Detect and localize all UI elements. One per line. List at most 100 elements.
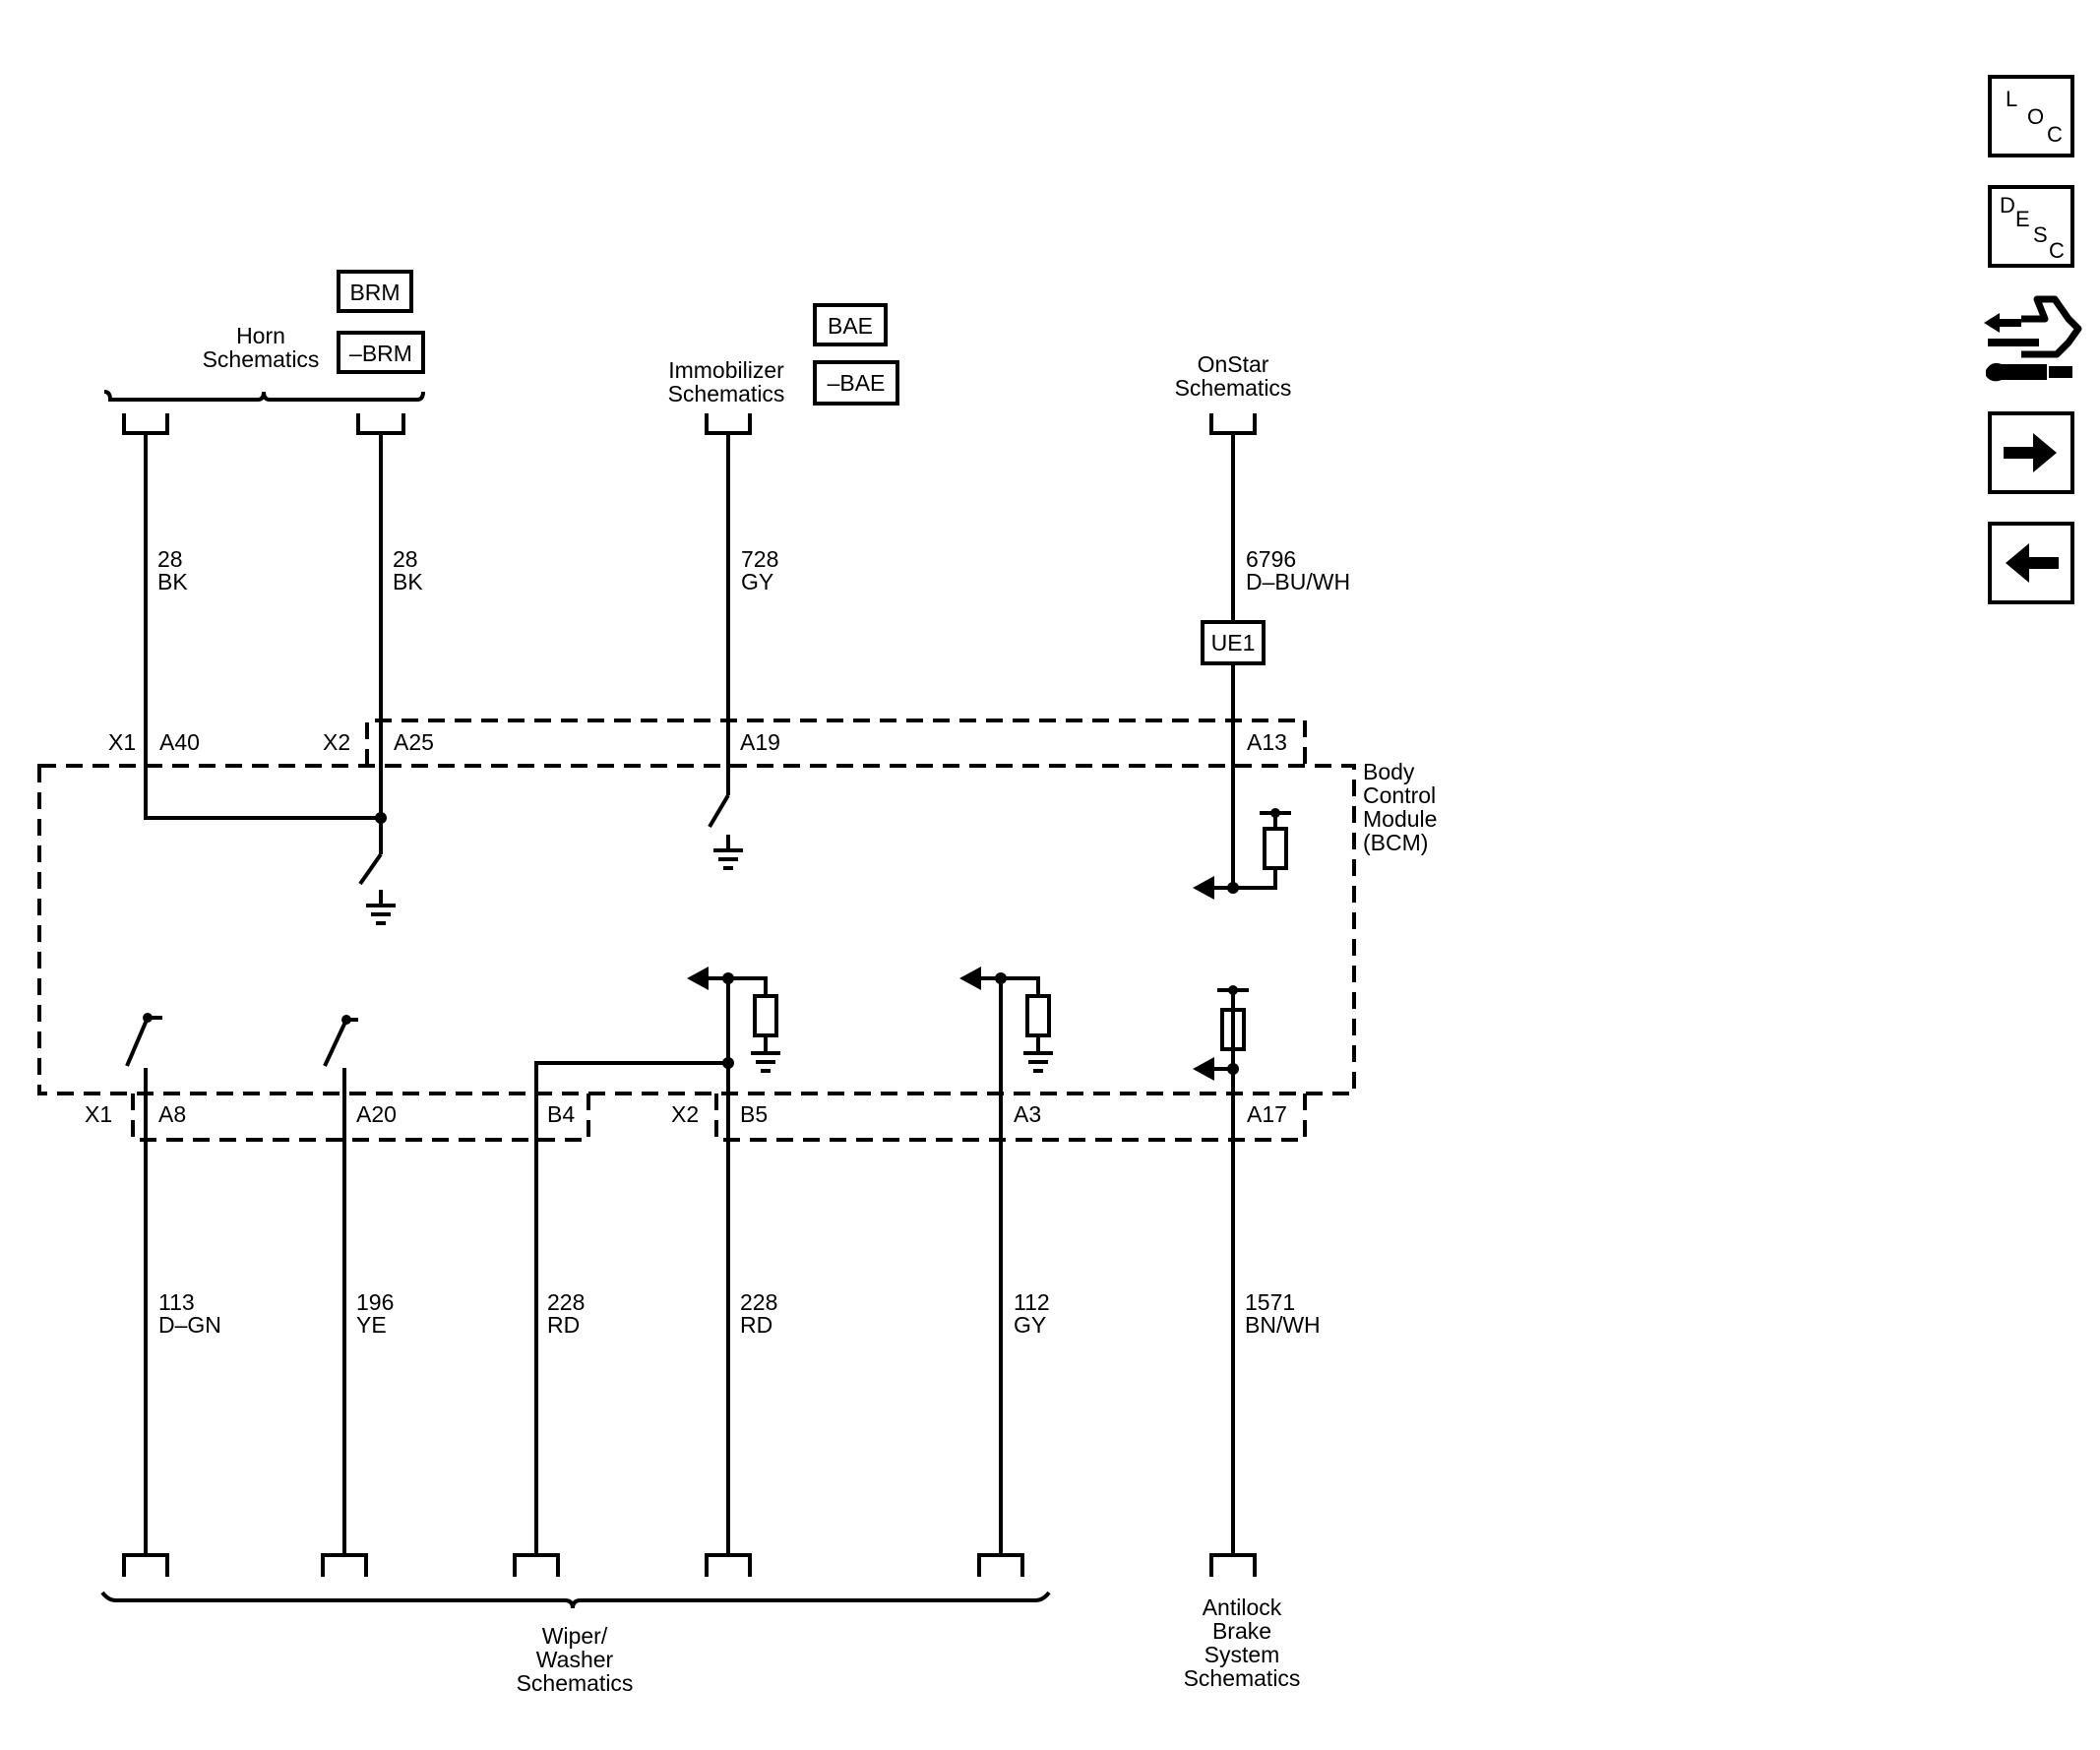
svg-text:Horn: Horn [236, 323, 285, 348]
svg-text:113: 113 [158, 1289, 195, 1315]
svg-text:228: 228 [547, 1289, 585, 1315]
svg-text:Schematics: Schematics [517, 1670, 634, 1696]
svg-text:B5: B5 [740, 1101, 768, 1127]
svg-text:Brake: Brake [1212, 1618, 1271, 1644]
svg-text:A17: A17 [1247, 1101, 1287, 1127]
location-icon-letter-o: O [2027, 104, 2045, 129]
onstar-terminal [1209, 413, 1257, 435]
location-icon-letter-l: L [2006, 87, 2018, 111]
svg-text:BK: BK [157, 569, 188, 594]
svg-text:UE1: UE1 [1211, 630, 1256, 656]
svg-text:Schematics: Schematics [1184, 1665, 1301, 1691]
description-icon-letter-s: S [2033, 222, 2048, 247]
no-bae-option-box: –BAE [813, 360, 899, 406]
b4-wire: 228 RD [534, 1061, 728, 1555]
svg-text:GY: GY [741, 569, 773, 594]
svg-text:X1: X1 [108, 729, 136, 755]
svg-text:GY: GY [1014, 1312, 1046, 1338]
svg-text:Control: Control [1363, 782, 1436, 808]
svg-text:D–BU/WH: D–BU/WH [1246, 569, 1350, 594]
b5-wire: 228 RD [687, 967, 780, 1555]
svg-text:B4: B4 [547, 1101, 575, 1127]
svg-text:Schematics: Schematics [1175, 375, 1292, 401]
svg-text:YE: YE [356, 1312, 387, 1338]
description-button[interactable]: D E S C [1988, 185, 2074, 268]
connector-tool-button[interactable] [1978, 293, 2086, 392]
bcm-name-label: Body Control Module (BCM) [1363, 759, 1437, 855]
horn-wire-2: 28 BK [375, 433, 423, 854]
svg-text:728: 728 [741, 546, 778, 572]
svg-text:X2: X2 [323, 729, 350, 755]
top-connector-labels: X1 A40 X2 A25 A19 A13 [108, 729, 1287, 755]
immobilizer-terminal [705, 413, 752, 435]
svg-text:–BRM: –BRM [349, 341, 412, 366]
description-icon-letter-d: D [2000, 193, 2015, 218]
description-icon-letter-e: E [2015, 207, 2030, 231]
bcm-outline [37, 719, 1356, 1142]
svg-text:112: 112 [1014, 1289, 1050, 1315]
svg-text:RD: RD [740, 1312, 772, 1338]
a17-wire: 1571 BN/WH [1193, 985, 1321, 1555]
next-page-button[interactable] [1988, 411, 2074, 494]
svg-text:Schematics: Schematics [203, 346, 320, 372]
svg-text:1571: 1571 [1245, 1289, 1295, 1315]
a3-wire: 112 GY [959, 967, 1053, 1555]
svg-text:OnStar: OnStar [1198, 351, 1269, 377]
previous-page-button[interactable] [1988, 522, 2074, 604]
svg-text:(BCM): (BCM) [1363, 830, 1428, 855]
no-brm-option-box: –BRM [337, 331, 425, 374]
svg-text:A8: A8 [158, 1101, 186, 1127]
svg-text:28: 28 [157, 546, 183, 572]
description-icon-letter-c: C [2049, 238, 2065, 263]
svg-text:A13: A13 [1247, 729, 1287, 755]
immobilizer-wire: 728 GY [708, 433, 778, 870]
arrow-right-icon [2004, 433, 2057, 472]
horn-terminals [103, 390, 425, 435]
svg-text:A3: A3 [1014, 1101, 1041, 1127]
svg-text:BN/WH: BN/WH [1245, 1312, 1321, 1338]
wiper-washer-terminals [100, 1553, 1051, 1609]
connector-tool-icon [1984, 295, 2082, 382]
svg-text:Module: Module [1363, 806, 1437, 832]
svg-text:–BAE: –BAE [828, 370, 886, 396]
location-button[interactable]: L O C [1988, 75, 2074, 157]
svg-text:A25: A25 [394, 729, 434, 755]
svg-text:Antilock: Antilock [1203, 1594, 1282, 1620]
svg-text:BRM: BRM [349, 280, 400, 305]
ue1-option-box: UE1 [1201, 620, 1266, 665]
bae-option-box: BAE [813, 303, 888, 346]
abs-label: Antilock Brake System Schematics [1184, 1594, 1301, 1691]
svg-text:A19: A19 [740, 729, 780, 755]
svg-text:X1: X1 [85, 1101, 112, 1127]
onstar-label: OnStar Schematics [1175, 351, 1292, 401]
svg-text:A20: A20 [356, 1101, 397, 1127]
svg-text:A40: A40 [159, 729, 200, 755]
a20-wire: 196 YE [323, 1015, 394, 1555]
svg-text:Body: Body [1363, 759, 1415, 784]
svg-text:System: System [1204, 1642, 1280, 1667]
horn-switch-ground [358, 852, 396, 925]
immobilizer-label: Immobilizer Schematics [668, 357, 785, 406]
a8-wire: 113 D–GN [125, 1013, 221, 1555]
svg-text:BAE: BAE [828, 313, 873, 339]
svg-text:D–GN: D–GN [158, 1312, 221, 1338]
svg-text:228: 228 [740, 1289, 777, 1315]
horn-label: Horn Schematics [203, 323, 320, 372]
abs-terminal [1209, 1553, 1257, 1577]
bottom-connector-labels: X1 A8 A20 B4 X2 B5 A3 A17 [85, 1101, 1287, 1127]
svg-text:X2: X2 [671, 1101, 699, 1127]
svg-text:Immobilizer: Immobilizer [668, 357, 784, 383]
svg-text:Wiper/: Wiper/ [542, 1623, 608, 1649]
location-icon-letter-c: C [2047, 122, 2063, 147]
onstar-wire: 6796 D–BU/WH [1193, 433, 1350, 900]
svg-text:BK: BK [393, 569, 423, 594]
svg-text:RD: RD [547, 1312, 580, 1338]
svg-text:196: 196 [356, 1289, 394, 1315]
brm-option-box: BRM [337, 270, 413, 313]
svg-text:Schematics: Schematics [668, 381, 785, 406]
svg-text:28: 28 [393, 546, 418, 572]
horn-wire-1: 28 BK [144, 433, 381, 820]
arrow-left-icon [2006, 543, 2059, 583]
wiper-washer-label: Wiper/ Washer Schematics [517, 1623, 634, 1696]
